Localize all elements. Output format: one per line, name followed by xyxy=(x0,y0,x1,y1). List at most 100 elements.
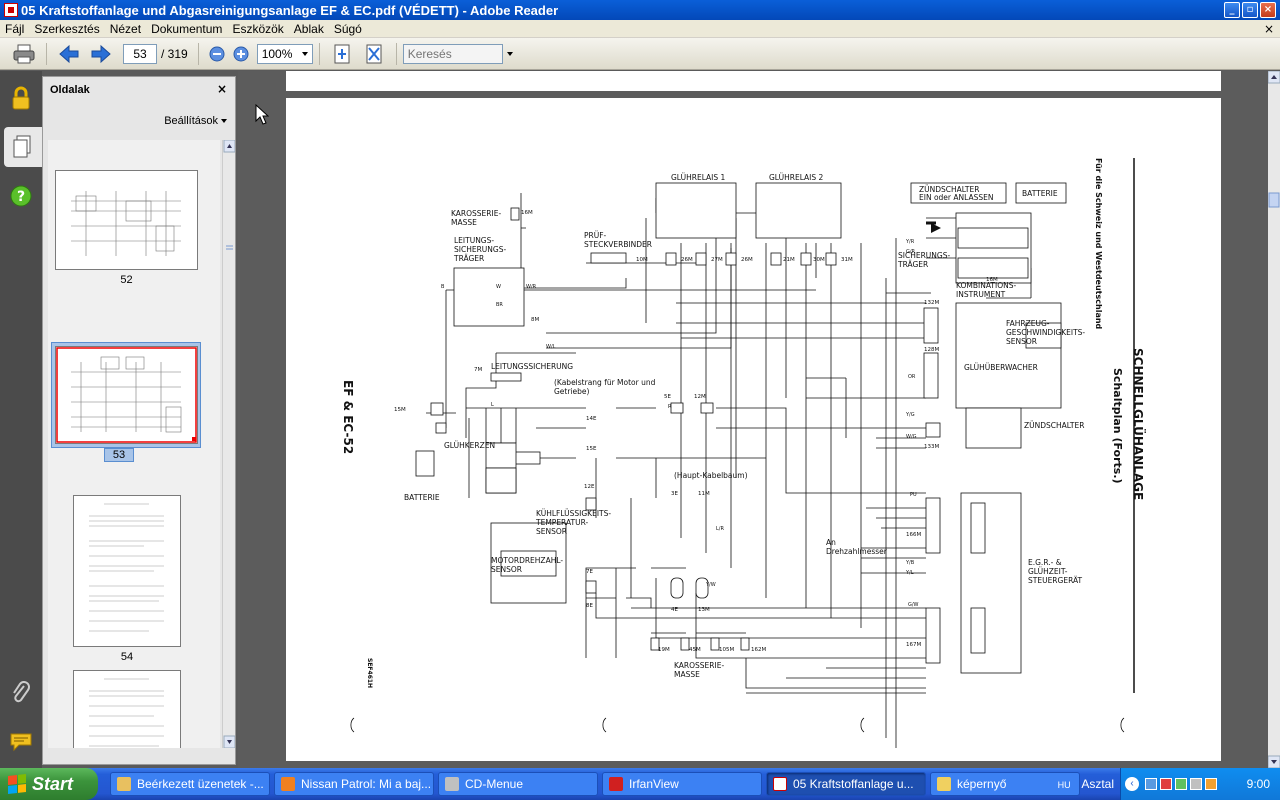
print-button[interactable] xyxy=(10,41,38,67)
scrollbar-graphic xyxy=(1267,70,1280,769)
zoom-in-icon xyxy=(233,46,249,61)
start-label: Start xyxy=(32,773,74,794)
pages-panel-close-button[interactable]: × xyxy=(216,82,227,96)
volume-icon[interactable] xyxy=(1190,778,1202,790)
task-label: IrfanView xyxy=(629,777,679,791)
connector-code: 8M xyxy=(531,317,539,323)
menu-view[interactable]: Nézet xyxy=(109,21,142,36)
document-scrollbar[interactable] xyxy=(1267,70,1280,769)
antivirus-icon[interactable] xyxy=(1160,778,1172,790)
thumbnail-page-53[interactable] xyxy=(55,346,198,444)
desktop-toolbar[interactable]: HU Asztal xyxy=(1058,777,1114,791)
comments-button[interactable] xyxy=(6,727,36,757)
tray-app-icon[interactable] xyxy=(1175,778,1187,790)
next-page-button[interactable] xyxy=(87,41,115,67)
task-irfanview[interactable]: IrfanView xyxy=(602,772,762,796)
connector-code: 105M xyxy=(719,647,734,653)
fit-page-icon xyxy=(334,44,350,63)
start-button[interactable]: Start xyxy=(0,768,98,800)
page-code: EF & EC-52 xyxy=(341,380,355,454)
help-button[interactable]: ? xyxy=(6,181,36,211)
printer-icon xyxy=(13,44,35,63)
attachments-button[interactable] xyxy=(6,678,36,708)
thumbnail-page-55[interactable] xyxy=(73,670,181,748)
zoom-out-button[interactable] xyxy=(207,41,227,67)
task-outlook[interactable]: Beérkezett üzenetek -... xyxy=(110,772,270,796)
previous-page-button[interactable] xyxy=(55,41,83,67)
thumbnail-label: 54 xyxy=(120,651,134,663)
label-glueh-ueberwacher: GLÜHÜBERWACHER xyxy=(964,363,1038,372)
thumbnail-list[interactable]: 52 53 54 xyxy=(48,140,220,748)
task-cd-menue[interactable]: CD-Menue xyxy=(438,772,598,796)
page-number-input[interactable] xyxy=(123,43,157,64)
mouse-cursor-icon xyxy=(255,104,269,125)
task-folder[interactable]: képernyő xyxy=(930,772,1080,796)
wire-code: W/R xyxy=(526,284,537,290)
fit-width-button[interactable] xyxy=(328,41,356,67)
connector-code: 27M xyxy=(711,257,723,263)
thumbnail-scrollbar[interactable] xyxy=(222,139,236,749)
chevron-left-icon[interactable]: ‹ xyxy=(1125,777,1139,791)
network-icon[interactable] xyxy=(1145,778,1157,790)
task-label: képernyő xyxy=(957,777,1007,791)
close-button[interactable]: × xyxy=(1260,2,1276,18)
document-close-button[interactable]: × xyxy=(1263,21,1274,36)
language-indicator[interactable]: HU xyxy=(1057,780,1071,790)
taskbar: Start Beérkezett üzenetek -... Nissan Pa… xyxy=(0,768,1280,800)
connector-code: 16M xyxy=(986,277,998,283)
label-an-dreh: An xyxy=(826,538,836,547)
label-karosseriemasse: KAROSSERIE- xyxy=(451,209,501,218)
connector-code: 16M xyxy=(521,210,533,216)
label-gluehrelais1: GLÜHRELAIS 1 xyxy=(671,173,726,182)
label-egr: GLÜHZEIT- xyxy=(1028,567,1068,576)
document-view[interactable]: KAROSSERIE- MASSE LEITUNGS- SICHERUNGS- … xyxy=(238,71,1268,768)
pages-tab[interactable] xyxy=(4,127,46,167)
previous-page-edge xyxy=(286,71,1221,91)
zoom-select[interactable]: 100% xyxy=(256,43,313,64)
zoom-out-icon xyxy=(209,46,225,61)
task-adobe-reader[interactable]: 05 Kraftstoffanlage u... xyxy=(766,772,926,796)
menu-tools[interactable]: Eszközök xyxy=(232,21,284,36)
menu-edit[interactable]: Szerkesztés xyxy=(34,21,100,36)
wire-code: Y/G xyxy=(905,412,915,418)
scrollbar-graphic xyxy=(223,139,236,749)
title-bar[interactable]: 05 Kraftstoffanlage und Abgasreinigungsa… xyxy=(0,0,1280,20)
label-pruefsteck: STECKVERBINDER xyxy=(584,240,652,249)
system-tray: ‹ 9:00 xyxy=(1120,768,1280,800)
security-button[interactable] xyxy=(6,83,36,113)
menu-document[interactable]: Dokumentum xyxy=(151,21,223,36)
minimize-button[interactable]: _ xyxy=(1224,2,1240,18)
connector-code: 26M xyxy=(681,257,693,263)
toolbar-separator xyxy=(197,42,199,65)
pages-settings-button[interactable]: Beállítások xyxy=(164,115,227,127)
label-zuendschalter-ein: EIN oder ANLASSEN xyxy=(919,193,993,202)
connector-code: 132M xyxy=(924,300,939,306)
fit-window-icon xyxy=(366,44,382,63)
connector-code: 14E xyxy=(586,416,597,422)
restore-button[interactable]: ▫ xyxy=(1242,2,1258,18)
search-input[interactable] xyxy=(402,43,503,64)
menu-window[interactable]: Ablak xyxy=(293,21,324,36)
thumbnail-page-54[interactable] xyxy=(73,495,181,647)
pages-icon xyxy=(13,135,31,158)
fit-window-button[interactable] xyxy=(360,41,388,67)
tray-app-icon[interactable] xyxy=(1205,778,1217,790)
label-fahrzeug: SENSOR xyxy=(1006,337,1037,346)
wire-code: B xyxy=(441,284,445,290)
wire-code: W/L xyxy=(546,344,556,350)
connector-code: 31M xyxy=(841,257,853,263)
cd-icon xyxy=(445,777,459,791)
label-kuehl: TEMPERATUR- xyxy=(535,518,588,527)
thumbnail-page-52[interactable] xyxy=(55,170,198,270)
task-browser[interactable]: Nissan Patrol: Mi a baj... xyxy=(274,772,434,796)
menu-file[interactable]: Fájl xyxy=(5,21,25,36)
label-leitungssicherungstraeger: LEITUNGS- xyxy=(454,236,494,245)
zoom-in-button[interactable] xyxy=(231,41,251,67)
toolbar-separator xyxy=(318,42,320,65)
wire-code: Y/W xyxy=(705,582,716,588)
clock[interactable]: 9:00 xyxy=(1246,777,1270,791)
menu-help[interactable]: Súgó xyxy=(333,21,362,36)
search-options-dropdown[interactable] xyxy=(506,51,513,56)
connector-code: 3E xyxy=(671,491,678,497)
connector-code: 15M xyxy=(394,407,406,413)
